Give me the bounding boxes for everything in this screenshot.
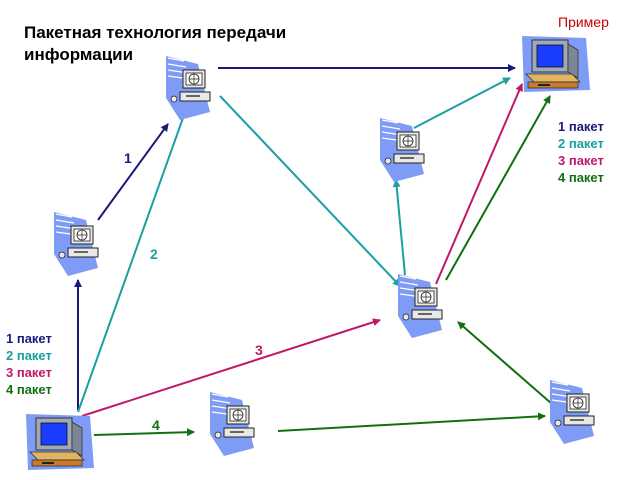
source-computer-icon bbox=[25, 413, 95, 471]
page-title: Пакетная технология передачи информации bbox=[24, 23, 287, 64]
legend-item-packet-2: 2 пакет bbox=[558, 136, 604, 151]
legend-item-packet-3: 3 пакет bbox=[558, 153, 604, 168]
router-top-right-icon bbox=[379, 117, 425, 183]
route-label-2: 2 bbox=[150, 246, 158, 262]
legend-item-packet-4: 4 пакет bbox=[558, 170, 604, 185]
packet-3-route bbox=[81, 83, 523, 417]
route-label-1: 1 bbox=[124, 150, 132, 166]
route-label-4: 4 bbox=[152, 417, 160, 433]
router-bottom-icon bbox=[209, 391, 255, 457]
legend-item-packet-2: 2 пакет bbox=[6, 348, 52, 363]
legend-left: 1 пакет 2 пакет 3 пакет 4 пакет bbox=[6, 330, 52, 398]
legend-item-packet-1: 1 пакет bbox=[558, 119, 604, 134]
router-left-icon bbox=[53, 211, 99, 277]
packet-1-route bbox=[74, 64, 516, 410]
route-label-3: 3 bbox=[255, 342, 263, 358]
legend-right: 1 пакет 2 пакет 3 пакет 4 пакет bbox=[558, 118, 604, 186]
legend-item-packet-4: 4 пакет bbox=[6, 382, 52, 397]
packet-4-route bbox=[93, 95, 553, 437]
legend-item-packet-1: 1 пакет bbox=[6, 331, 52, 346]
destination-computer-icon bbox=[521, 35, 591, 93]
packet-2-route bbox=[77, 77, 511, 413]
legend-item-packet-3: 3 пакет bbox=[6, 365, 52, 380]
example-label: Пример bbox=[558, 14, 609, 30]
router-bottom-right-icon bbox=[549, 379, 595, 445]
